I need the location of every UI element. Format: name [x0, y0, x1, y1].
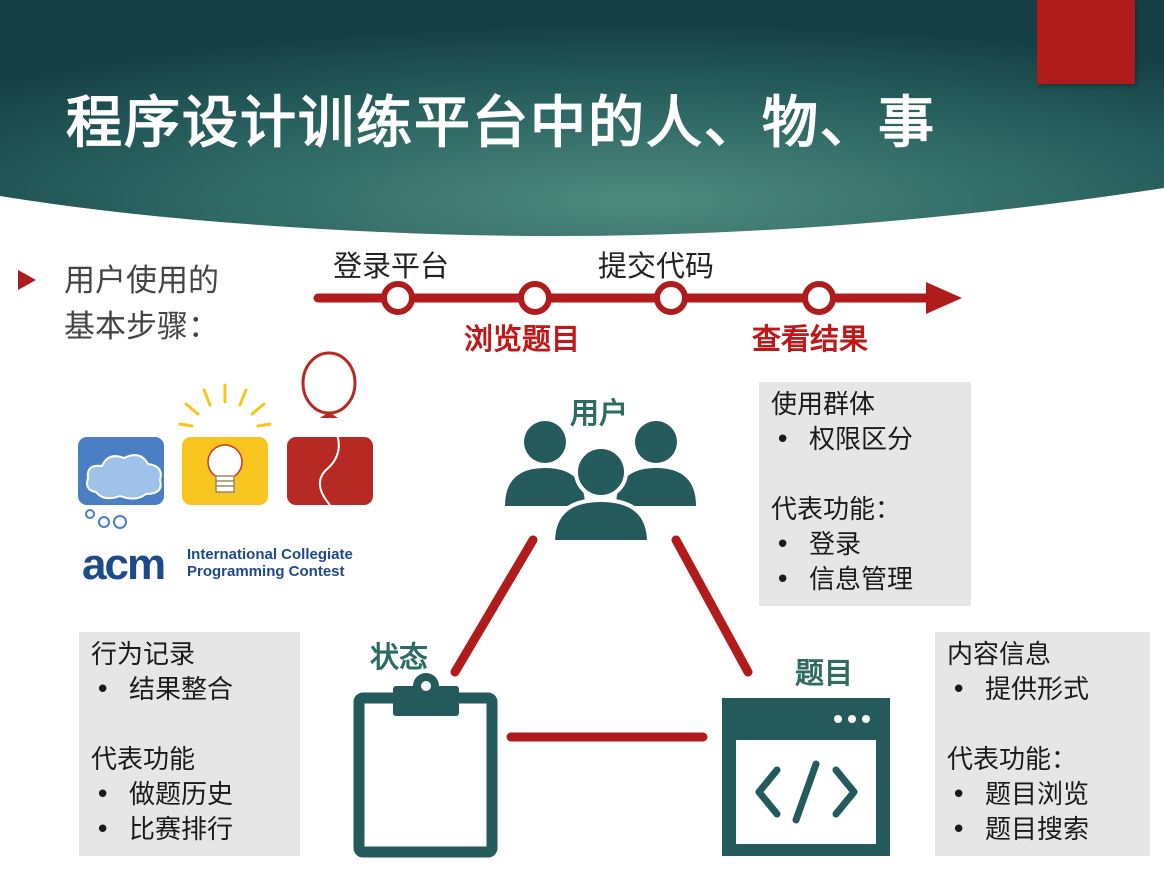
problem-info-box: 内容信息 提供形式 代表功能： 题目浏览 题目搜索	[935, 632, 1150, 856]
step-results: 查看结果	[752, 322, 869, 356]
list-item: 登录	[771, 528, 959, 563]
bullet-triangle-icon	[18, 270, 36, 290]
cloud-icon	[78, 437, 164, 529]
balloon-icon	[287, 351, 373, 506]
list-item: 提供形式	[947, 673, 1138, 708]
list-item: 结果整合	[91, 673, 288, 708]
user-info-box: 使用群体 权限区分 代表功能： 登录 信息管理	[759, 382, 971, 606]
clipboard-icon	[353, 673, 498, 858]
node-label-problem: 题目	[795, 656, 854, 690]
steps-label: 用户使用的 基本步骤：	[64, 263, 219, 345]
header-background	[0, 0, 1164, 237]
step-submit: 提交代码	[598, 249, 715, 283]
box-heading: 内容信息	[947, 640, 1052, 670]
box-func-heading: 代表功能：	[947, 745, 1078, 775]
list-item: 做题历史	[91, 778, 288, 813]
acm-logo-word: acm	[82, 540, 166, 589]
lightbulb-icon	[178, 383, 272, 505]
status-info-box: 行为记录 结果整合 代表功能 做题历史 比赛排行	[79, 632, 300, 856]
box-heading: 行为记录	[91, 640, 196, 670]
box-func-heading: 代表功能	[91, 745, 196, 775]
acm-logo-subtitle: International Collegiate Programming Con…	[187, 546, 353, 580]
list-item: 题目浏览	[947, 778, 1138, 813]
corner-accent	[1037, 0, 1135, 84]
page-title: 程序设计训练平台中的人、物、事	[66, 91, 936, 156]
list-item: 信息管理	[771, 563, 959, 598]
step-login: 登录平台	[333, 249, 450, 283]
box-heading: 使用群体	[771, 390, 876, 420]
timeline-step-marker	[381, 281, 836, 315]
node-label-user: 用户	[570, 396, 629, 430]
list-item: 比赛排行	[91, 813, 288, 848]
node-label-status: 状态	[370, 640, 429, 674]
box-func-heading: 代表功能：	[771, 495, 902, 525]
list-item: 题目搜索	[947, 813, 1138, 848]
list-item: 权限区分	[771, 423, 959, 458]
step-browse: 浏览题目	[464, 322, 581, 356]
users-icon	[505, 421, 696, 544]
code-window-icon	[722, 698, 890, 856]
